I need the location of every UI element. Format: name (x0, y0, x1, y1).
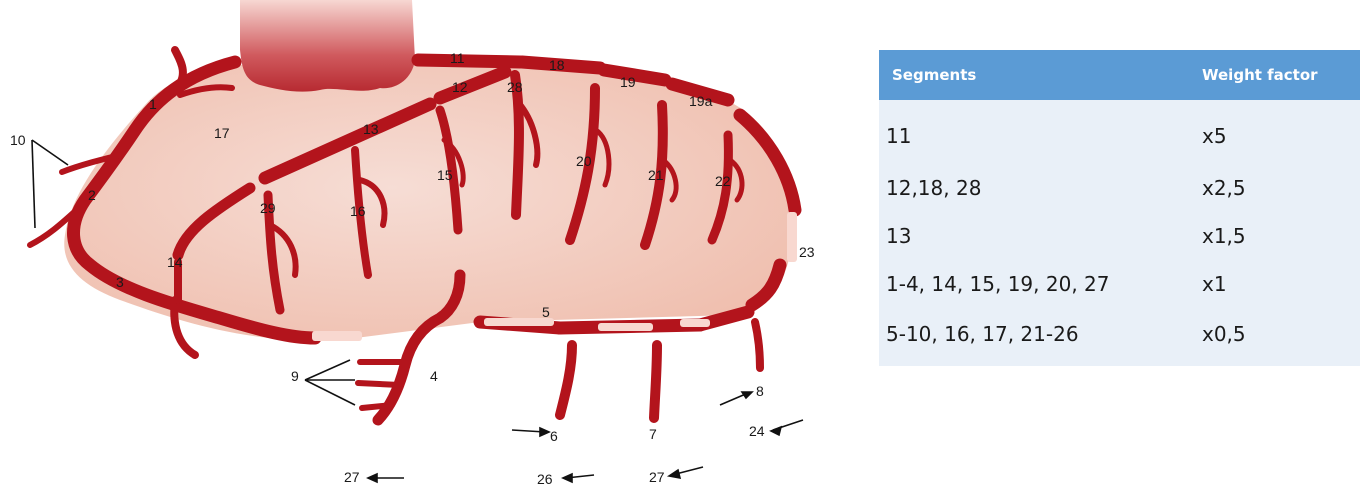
label-8: 8 (756, 383, 764, 399)
label-11: 11 (450, 50, 465, 66)
label-1: 1 (149, 96, 157, 112)
label-14: 14 (167, 254, 183, 270)
label-7: 7 (649, 426, 657, 442)
label-26: 26 (537, 471, 553, 486)
label-13: 13 (363, 121, 379, 137)
label-27-left: 27 (344, 469, 360, 485)
cell-weight: x0,5 (1202, 308, 1360, 366)
header-segments: Segments (879, 50, 1202, 100)
label-19: 19 (620, 74, 636, 90)
table-row: 11 x5 (879, 100, 1360, 164)
cell-segments: 5-10, 16, 17, 21-26 (879, 308, 1202, 366)
table-row: 12,18, 28 x2,5 (879, 164, 1360, 212)
table-row: 5-10, 16, 17, 21-26 x0,5 (879, 308, 1360, 366)
label-12: 12 (452, 79, 468, 95)
aorta (240, 0, 415, 92)
cell-segments: 13 (879, 212, 1202, 260)
label-16: 16 (350, 203, 366, 219)
cell-weight: x1,5 (1202, 212, 1360, 260)
cell-segments: 11 (879, 100, 1202, 164)
label-23: 23 (799, 244, 815, 260)
segment-weight-table: Segments Weight factor 11 x5 12,18, 28 x… (879, 50, 1360, 366)
label-17: 17 (214, 125, 230, 141)
cell-segments: 1-4, 14, 15, 19, 20, 27 (879, 260, 1202, 308)
label-19a: 19a (689, 93, 713, 109)
coronary-artery-diagram: 1 2 3 4 5 6 7 8 9 10 11 12 13 14 15 16 1… (0, 0, 860, 486)
label-9: 9 (291, 368, 299, 384)
label-22: 22 (715, 173, 731, 189)
cell-weight: x2,5 (1202, 164, 1360, 212)
label-2: 2 (88, 187, 96, 203)
label-28: 28 (507, 79, 523, 95)
table-header-row: Segments Weight factor (879, 50, 1360, 100)
label-24: 24 (749, 423, 765, 439)
label-27-right: 27 (649, 469, 665, 485)
label-4: 4 (430, 368, 438, 384)
label-6: 6 (550, 428, 558, 444)
table-row: 1-4, 14, 15, 19, 20, 27 x1 (879, 260, 1360, 308)
label-5: 5 (542, 304, 550, 320)
label-15: 15 (437, 167, 453, 183)
cell-weight: x5 (1202, 100, 1360, 164)
label-18: 18 (549, 57, 565, 73)
label-10: 10 (10, 132, 26, 148)
label-3: 3 (116, 274, 124, 290)
label-29: 29 (260, 200, 276, 216)
label-20: 20 (576, 153, 592, 169)
header-weight-factor: Weight factor (1202, 50, 1360, 100)
cell-segments: 12,18, 28 (879, 164, 1202, 212)
table-row: 13 x1,5 (879, 212, 1360, 260)
cell-weight: x1 (1202, 260, 1360, 308)
label-21: 21 (648, 167, 664, 183)
